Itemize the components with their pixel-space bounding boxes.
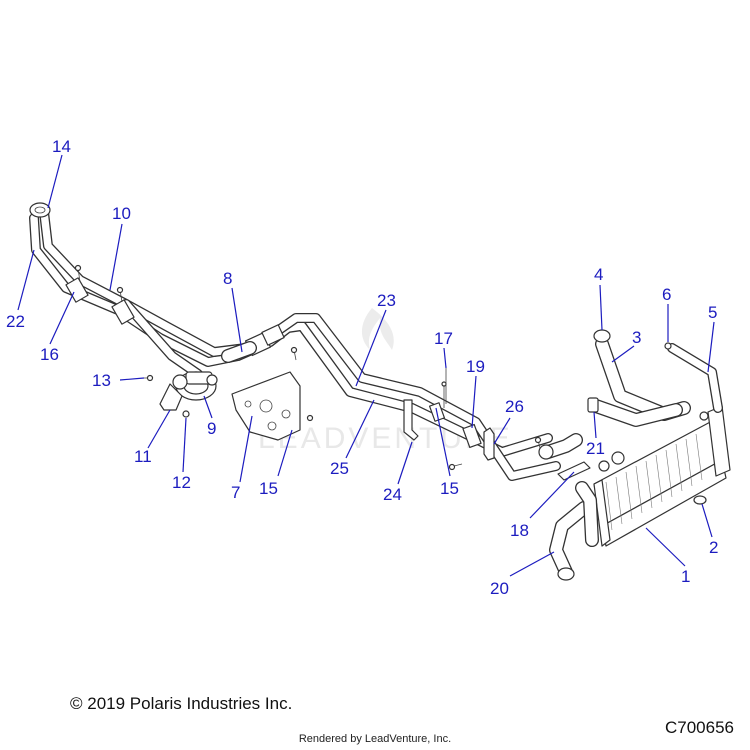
callout-15-left[interactable]: 15 bbox=[259, 479, 278, 498]
hose-21 bbox=[587, 397, 683, 427]
bracket-18 bbox=[557, 461, 591, 481]
callout-5[interactable]: 5 bbox=[708, 303, 717, 322]
diagram-code: C700656 bbox=[664, 718, 734, 737]
radiator-1 bbox=[593, 405, 731, 547]
hose-5 bbox=[667, 343, 723, 413]
bracket-7 bbox=[231, 371, 301, 441]
leader-lines bbox=[17, 154, 715, 577]
copyright-text: © 2019 Polaris Industries Inc. bbox=[70, 694, 293, 713]
callout-23[interactable]: 23 bbox=[377, 291, 396, 310]
callout-26[interactable]: 26 bbox=[505, 397, 524, 416]
bracket-24 bbox=[403, 399, 419, 441]
rendered-by-text: Rendered by LeadVenture, Inc. bbox=[298, 733, 452, 745]
callout-19[interactable]: 19 bbox=[466, 357, 485, 376]
callout-15-right[interactable]: 15 bbox=[440, 479, 459, 498]
bracket-11 bbox=[159, 383, 190, 418]
callouts: 1 2 3 4 5 6 7 8 9 10 11 12 13 14 15 15 1… bbox=[6, 137, 718, 598]
callout-1[interactable]: 1 bbox=[681, 567, 690, 586]
callout-6[interactable]: 6 bbox=[662, 285, 671, 304]
callout-3[interactable]: 3 bbox=[632, 328, 641, 347]
callout-18[interactable]: 18 bbox=[510, 521, 529, 540]
callout-4[interactable]: 4 bbox=[594, 265, 603, 284]
callout-25[interactable]: 25 bbox=[330, 459, 349, 478]
callout-17[interactable]: 17 bbox=[434, 329, 453, 348]
callout-13[interactable]: 13 bbox=[92, 371, 111, 390]
callout-24[interactable]: 24 bbox=[383, 485, 402, 504]
hose-20 bbox=[549, 501, 591, 581]
clamp-4 bbox=[593, 329, 611, 343]
hose-3 bbox=[595, 337, 691, 421]
callout-10[interactable]: 10 bbox=[112, 204, 131, 223]
callout-8[interactable]: 8 bbox=[223, 269, 232, 288]
callout-2[interactable]: 2 bbox=[709, 538, 718, 557]
hose-20b bbox=[575, 481, 599, 547]
water-pump-9 bbox=[172, 371, 218, 401]
callout-21[interactable]: 21 bbox=[586, 439, 605, 458]
bracket-26 bbox=[483, 427, 495, 461]
callout-9[interactable]: 9 bbox=[207, 419, 216, 438]
callout-7[interactable]: 7 bbox=[231, 483, 240, 502]
callout-22[interactable]: 22 bbox=[6, 312, 25, 331]
callout-14[interactable]: 14 bbox=[52, 137, 71, 156]
callout-20[interactable]: 20 bbox=[490, 579, 509, 598]
radiator-fins bbox=[605, 433, 703, 531]
clamp-6 bbox=[664, 342, 672, 350]
bolts bbox=[74, 264, 542, 471]
clamp-14 bbox=[29, 202, 51, 218]
callout-12[interactable]: 12 bbox=[172, 473, 191, 492]
callout-16[interactable]: 16 bbox=[40, 345, 59, 364]
grommet-2 bbox=[693, 495, 707, 505]
callout-11[interactable]: 11 bbox=[134, 447, 152, 466]
